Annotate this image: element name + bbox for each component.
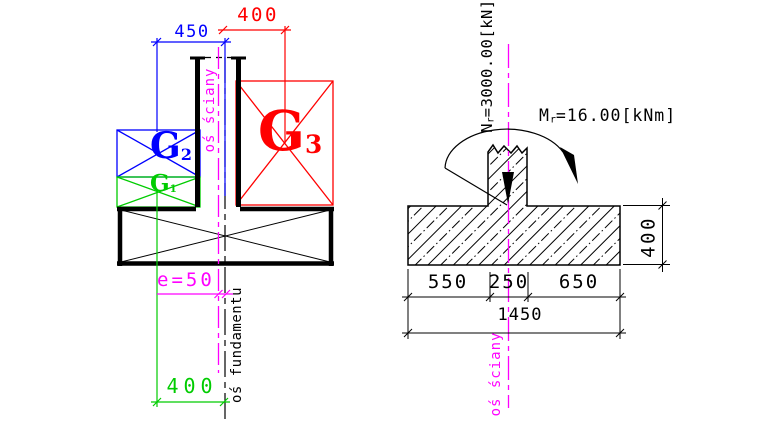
moment-arrow-icon — [560, 147, 578, 184]
g3-base: G — [258, 98, 305, 163]
dim-label-1450: 1450 — [497, 305, 543, 325]
g2-base: G — [150, 125, 181, 167]
footing-hatched-body — [407, 143, 621, 266]
force-value: =3000.00[kN] — [478, 0, 497, 118]
dim-label-450: 450 — [174, 22, 210, 42]
g1-base: G — [150, 170, 170, 197]
foundation-axis-label: oś fundamentu — [229, 286, 245, 404]
moment-label: Mr=16.00[kNm] — [539, 106, 677, 126]
g3-sub: 3 — [304, 129, 323, 159]
dim-400-bottom — [151, 397, 230, 407]
dim-label-250: 250 — [488, 271, 530, 293]
eccentricity-label: e=50 — [157, 269, 215, 291]
force-sub: r — [485, 117, 497, 123]
g1-sub: 1 — [169, 183, 177, 196]
moment-value: =16.00[kNm] — [555, 106, 677, 125]
dim-label-400-bottom: 400 — [166, 374, 218, 398]
moment-symbol — [444, 128, 578, 206]
wall-axis-label-left: oś ściany — [202, 67, 218, 153]
dim-450 — [151, 37, 231, 47]
right-foundation-section — [402, 44, 670, 408]
g1-label: G1 — [150, 172, 177, 195]
dim-label-height-400: 400 — [637, 216, 660, 258]
left-wall-section — [116, 25, 334, 420]
force-arrow-icon — [502, 172, 514, 204]
dim-label-650: 650 — [558, 271, 600, 293]
dim-label-400-top: 400 — [237, 4, 279, 26]
dim-chain — [402, 269, 626, 339]
dim-400-top — [218, 25, 291, 35]
g3-label: G3 — [258, 103, 322, 158]
g2-sub: 2 — [180, 144, 193, 164]
wall-axis-label-right: oś ściany — [488, 331, 504, 417]
g2-label: G2 — [150, 128, 192, 164]
moment-symbol-text: M — [539, 106, 550, 125]
moment-sub: r — [549, 114, 556, 126]
force-label: Nr=3000.00[kN] — [478, 0, 497, 133]
blue-extension-lines — [156, 38, 226, 196]
dim-label-550: 550 — [427, 271, 469, 293]
dim-e50 — [157, 289, 233, 299]
force-symbol: N — [478, 122, 497, 133]
dim-height-400 — [623, 198, 670, 272]
